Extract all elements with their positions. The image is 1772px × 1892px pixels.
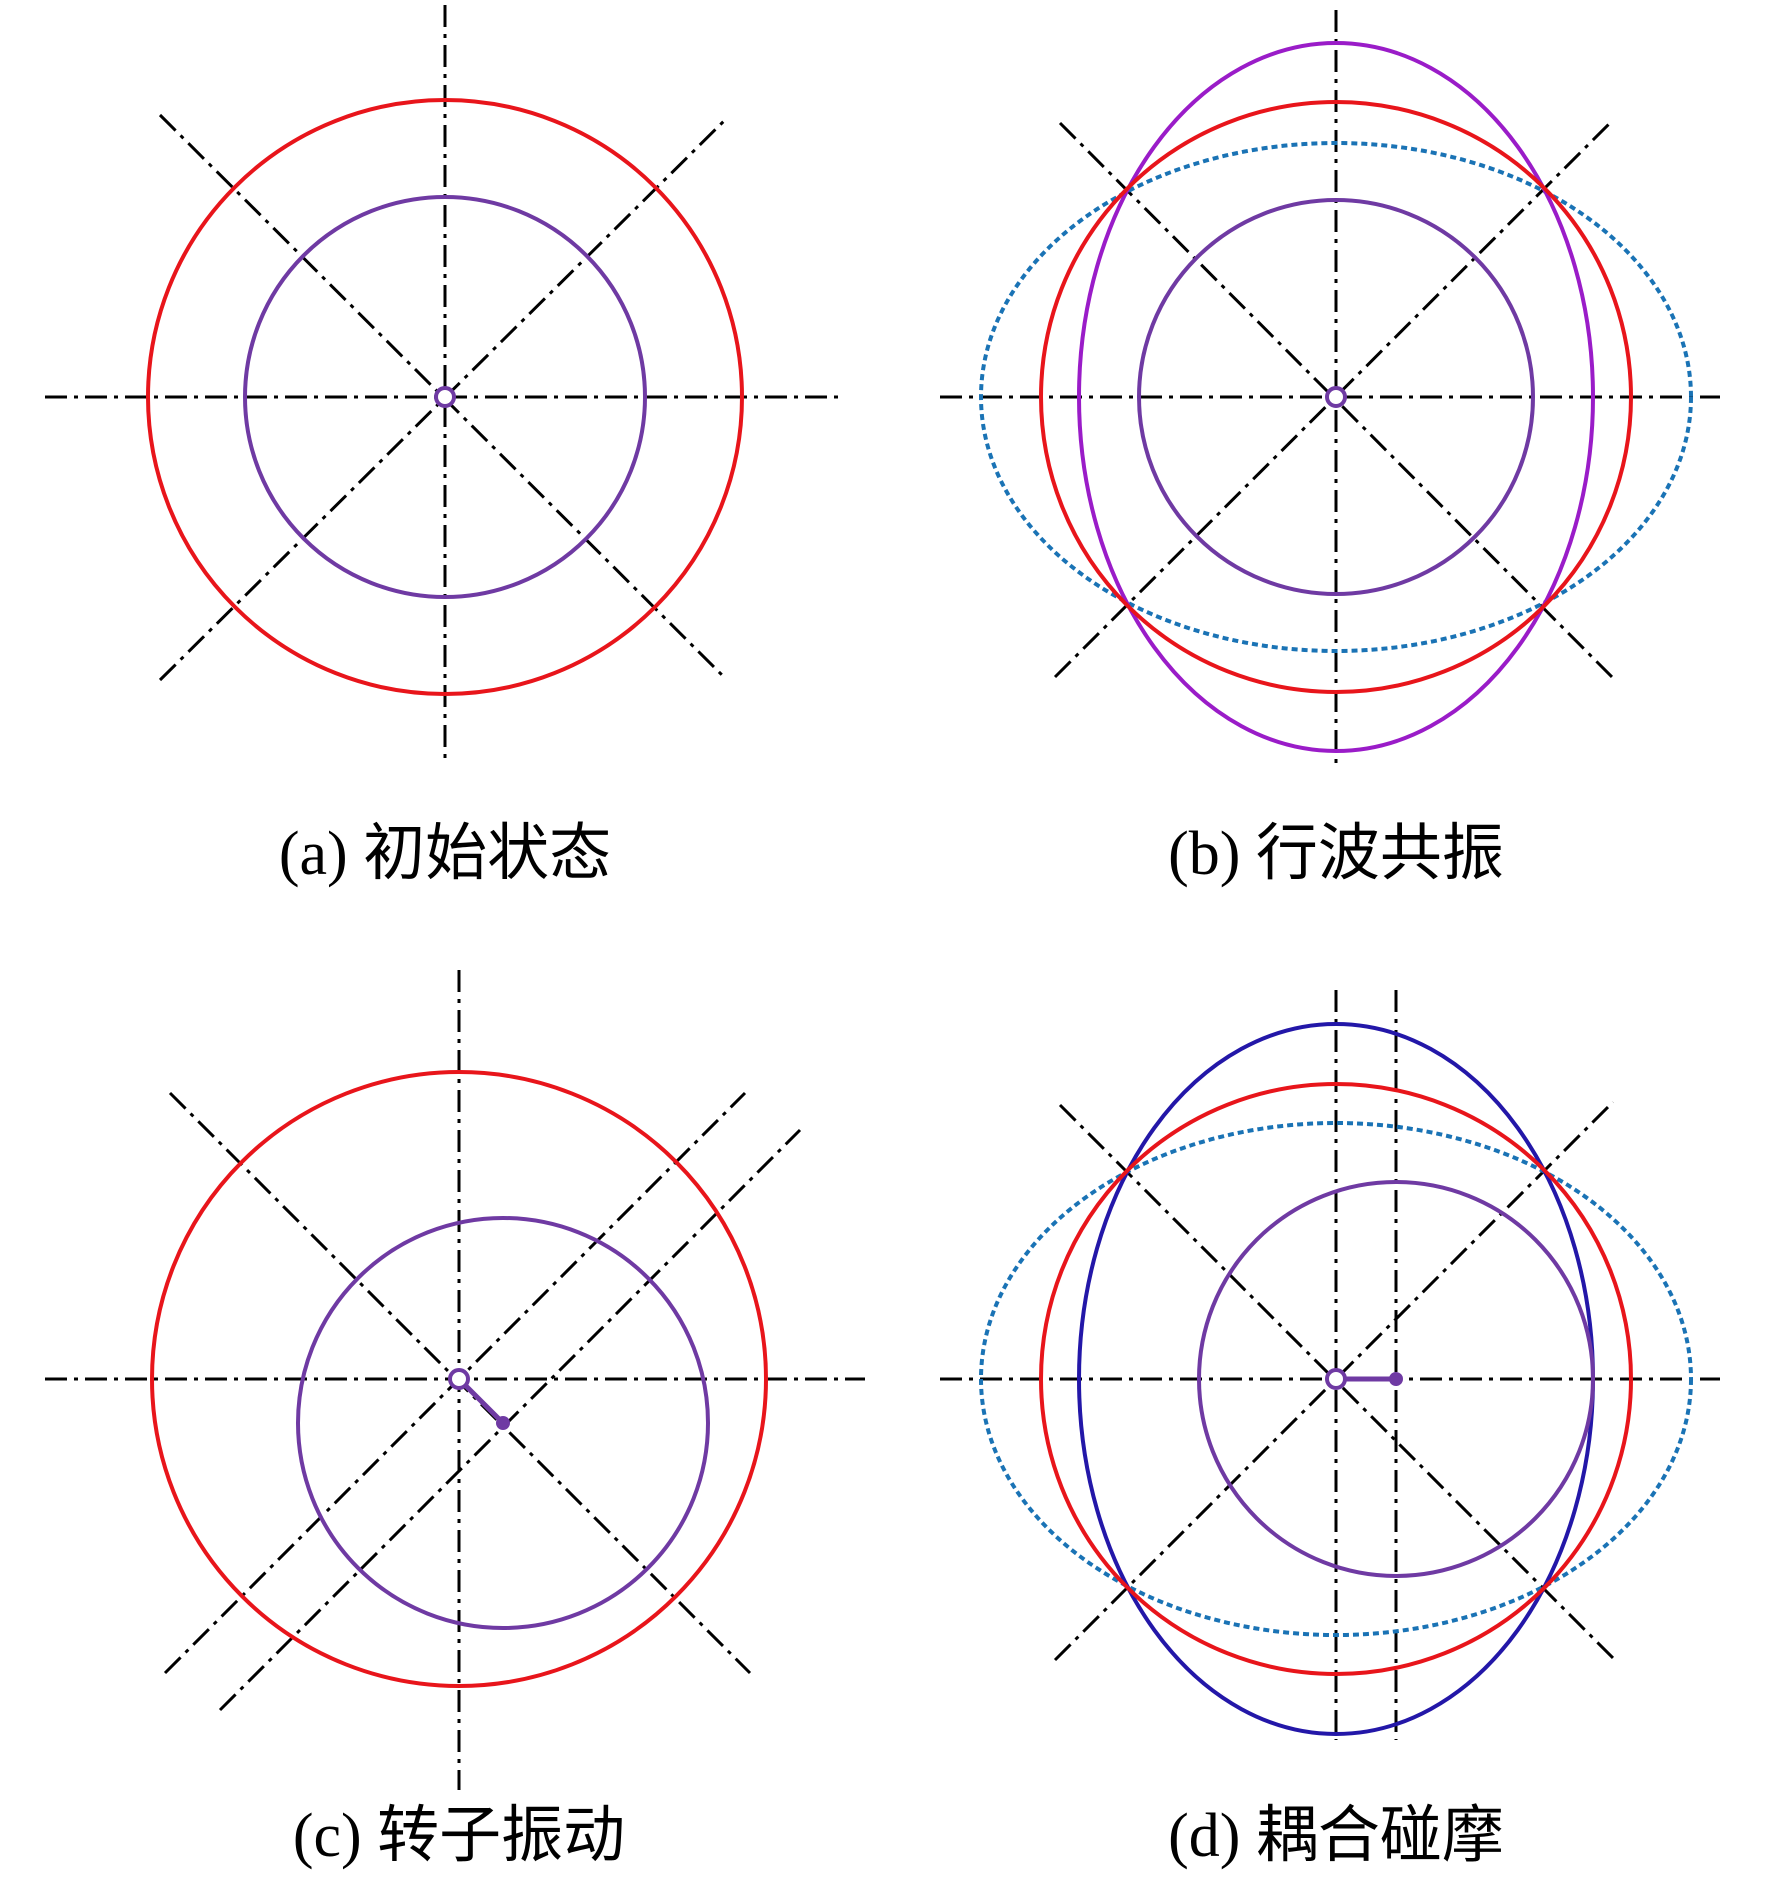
caption-d: (d) 耦合碰摩 [1168,1802,1504,1870]
axis-diagonal-ascending [158,115,730,682]
inner-rotor-circle-offset [296,1216,710,1630]
rotor-center-dot-icon [1389,1372,1403,1386]
center-marker-icon [1325,1368,1347,1390]
axis-diagonal-shifted [218,1128,802,1712]
inner-rotor-circle-offset [1197,1180,1595,1578]
horizontal-wave-ellipse [979,1121,1693,1637]
axis-diagonal-ascending [1053,118,1615,679]
outer-stator-circle [1039,100,1633,694]
inner-rotor-circle [1137,198,1535,596]
outer-stator-circle [150,1070,768,1688]
caption-c: (c) 转子振动 [293,1802,625,1870]
outer-stator-circle [146,98,744,696]
horizontal-wave-ellipse [979,141,1693,653]
outer-stator-circle [1039,1082,1633,1676]
center-marker-icon [448,1368,470,1390]
caption-b: (b) 行波共振 [1168,820,1504,888]
center-marker-icon [1325,386,1347,408]
panel-a-initial-state: (a) 初始状态 [45,5,840,888]
inner-rotor-circle [243,195,647,599]
panel-d-coupled-rub-impact: (d) 耦合碰摩 [940,990,1720,1870]
axis-diagonal-descending [158,113,727,680]
center-marker-icon [434,386,456,408]
rotor-center-dot-icon [496,1416,510,1430]
caption-a: (a) 初始状态 [279,820,611,888]
panel-c-rotor-vibration: (c) 转子振动 [45,970,865,1870]
panel-b-traveling-wave-resonance: (b) 行波共振 [940,10,1720,888]
vertical-wave-ellipse [1077,41,1595,753]
axis-diagonal-ascending [1053,1100,1615,1662]
